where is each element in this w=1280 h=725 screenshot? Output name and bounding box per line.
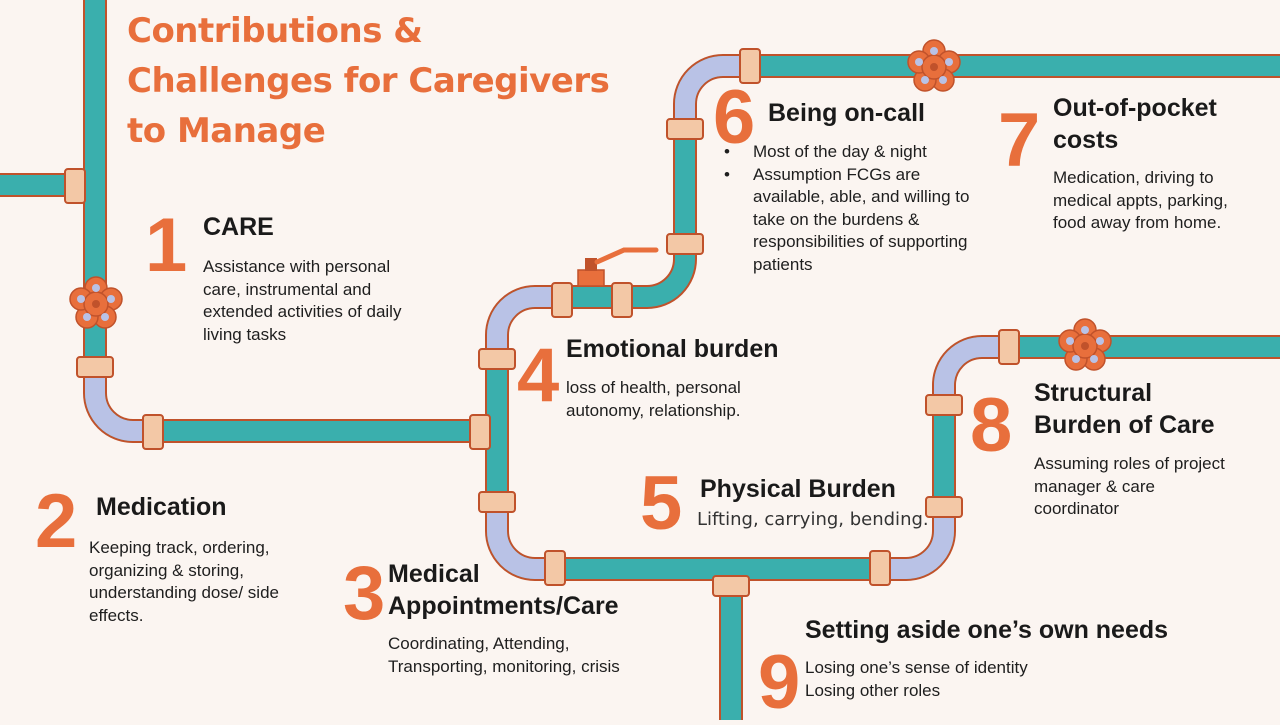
valve-wheel-icon [69, 276, 123, 329]
description-line: Coordinating, Attending, [388, 634, 570, 653]
item-5-description: Lifting, carrying, bending. [697, 509, 929, 530]
item-1-heading: CARE [203, 213, 274, 241]
description-line: care, instrumental and [203, 279, 372, 299]
item-2-description: Keeping track, ordering, organizing & st… [89, 537, 279, 627]
pipe-couplings [64, 48, 1020, 597]
description-line: Medication, driving to [1053, 168, 1214, 187]
description-line: coordinator [1034, 499, 1120, 518]
item-9-number: 9 [758, 640, 801, 725]
item-9-heading: Setting aside one’s own needs [805, 616, 1169, 644]
faucet-valve-icon [577, 247, 659, 287]
description-line: take on the burdens & [753, 209, 920, 229]
description-line: organizing & storing, [89, 560, 244, 580]
item-9-description: Losing one’s sense of identity Losing ot… [805, 657, 1028, 702]
description-line: understanding dose/ side [89, 583, 279, 602]
bullet-item: Assumption FCGs are available, able, and… [722, 164, 969, 277]
description-line: loss of health, personal [566, 378, 741, 397]
item-8-heading: Structural Burden of Care [1034, 377, 1215, 441]
description-line: living tasks [203, 324, 287, 344]
item-1-number: 1 [145, 203, 188, 288]
item-3-description: Coordinating, Attending, Transporting, m… [388, 633, 620, 678]
description-line: Transporting, monitoring, crisis [388, 656, 620, 676]
description-line: Assistance with personal [203, 257, 391, 276]
description-line: manager & care [1034, 476, 1155, 496]
item-2-heading: Medication [96, 493, 227, 521]
title-line: Challenges for Caregivers [127, 61, 610, 101]
description-line: Losing one’s sense of identity [805, 658, 1028, 677]
description-line: Assuming roles of project [1034, 454, 1225, 473]
item-2-number: 2 [35, 479, 78, 564]
item-4-description: loss of health, personal autonomy, relat… [566, 377, 741, 422]
item-7-heading: Out-of-pocket costs [1053, 92, 1217, 156]
item-3-number: 3 [343, 551, 386, 636]
description-line: extended activities of daily [203, 302, 402, 321]
item-6-description: Most of the day & night Assumption FCGs … [722, 141, 969, 276]
description-line: Keeping track, ordering, [89, 538, 270, 557]
description-line: patients [753, 254, 813, 274]
heading-line: Burden of Care [1034, 411, 1215, 439]
item-4-heading: Emotional burden [566, 335, 779, 363]
item-7-description: Medication, driving to medical appts, pa… [1053, 167, 1228, 235]
heading-line: Structural [1034, 379, 1153, 407]
description-line: Assumption FCGs are [753, 164, 921, 184]
page-title: Contributions & Challenges for Caregiver… [127, 6, 610, 156]
description-line: medical appts, parking, [1053, 190, 1228, 210]
description-line: available, able, and willing to [753, 187, 970, 206]
description-line: food away from home. [1053, 213, 1222, 232]
heading-line: Out-of-pocket [1053, 94, 1217, 122]
item-8-number: 8 [970, 383, 1013, 468]
heading-line: costs [1053, 126, 1119, 154]
item-5-number: 5 [640, 461, 683, 546]
title-line: Contributions & [127, 11, 423, 51]
valve-wheel-icon [1058, 318, 1112, 371]
description-line: Losing other roles [805, 680, 941, 700]
valve-wheel-icon [907, 39, 961, 92]
item-3-heading: Medical Appointments/Care [388, 558, 619, 622]
item-6-heading: Being on-call [768, 99, 925, 127]
item-1-description: Assistance with personal care, instrumen… [203, 256, 401, 346]
bullet-item: Most of the day & night [722, 141, 969, 164]
title-line: to Manage [127, 111, 326, 151]
item-7-number: 7 [998, 98, 1041, 183]
item-8-description: Assuming roles of project manager & care… [1034, 453, 1225, 521]
item-4-number: 4 [517, 333, 560, 418]
item-5-heading: Physical Burden [700, 475, 896, 503]
description-line: responsibilities of supporting [753, 232, 968, 251]
description-line: autonomy, relationship. [566, 400, 741, 420]
heading-line: Medical [388, 560, 480, 588]
description-line: Most of the day & night [753, 142, 927, 161]
heading-line: Appointments/Care [388, 592, 619, 620]
description-line: effects. [89, 605, 144, 625]
